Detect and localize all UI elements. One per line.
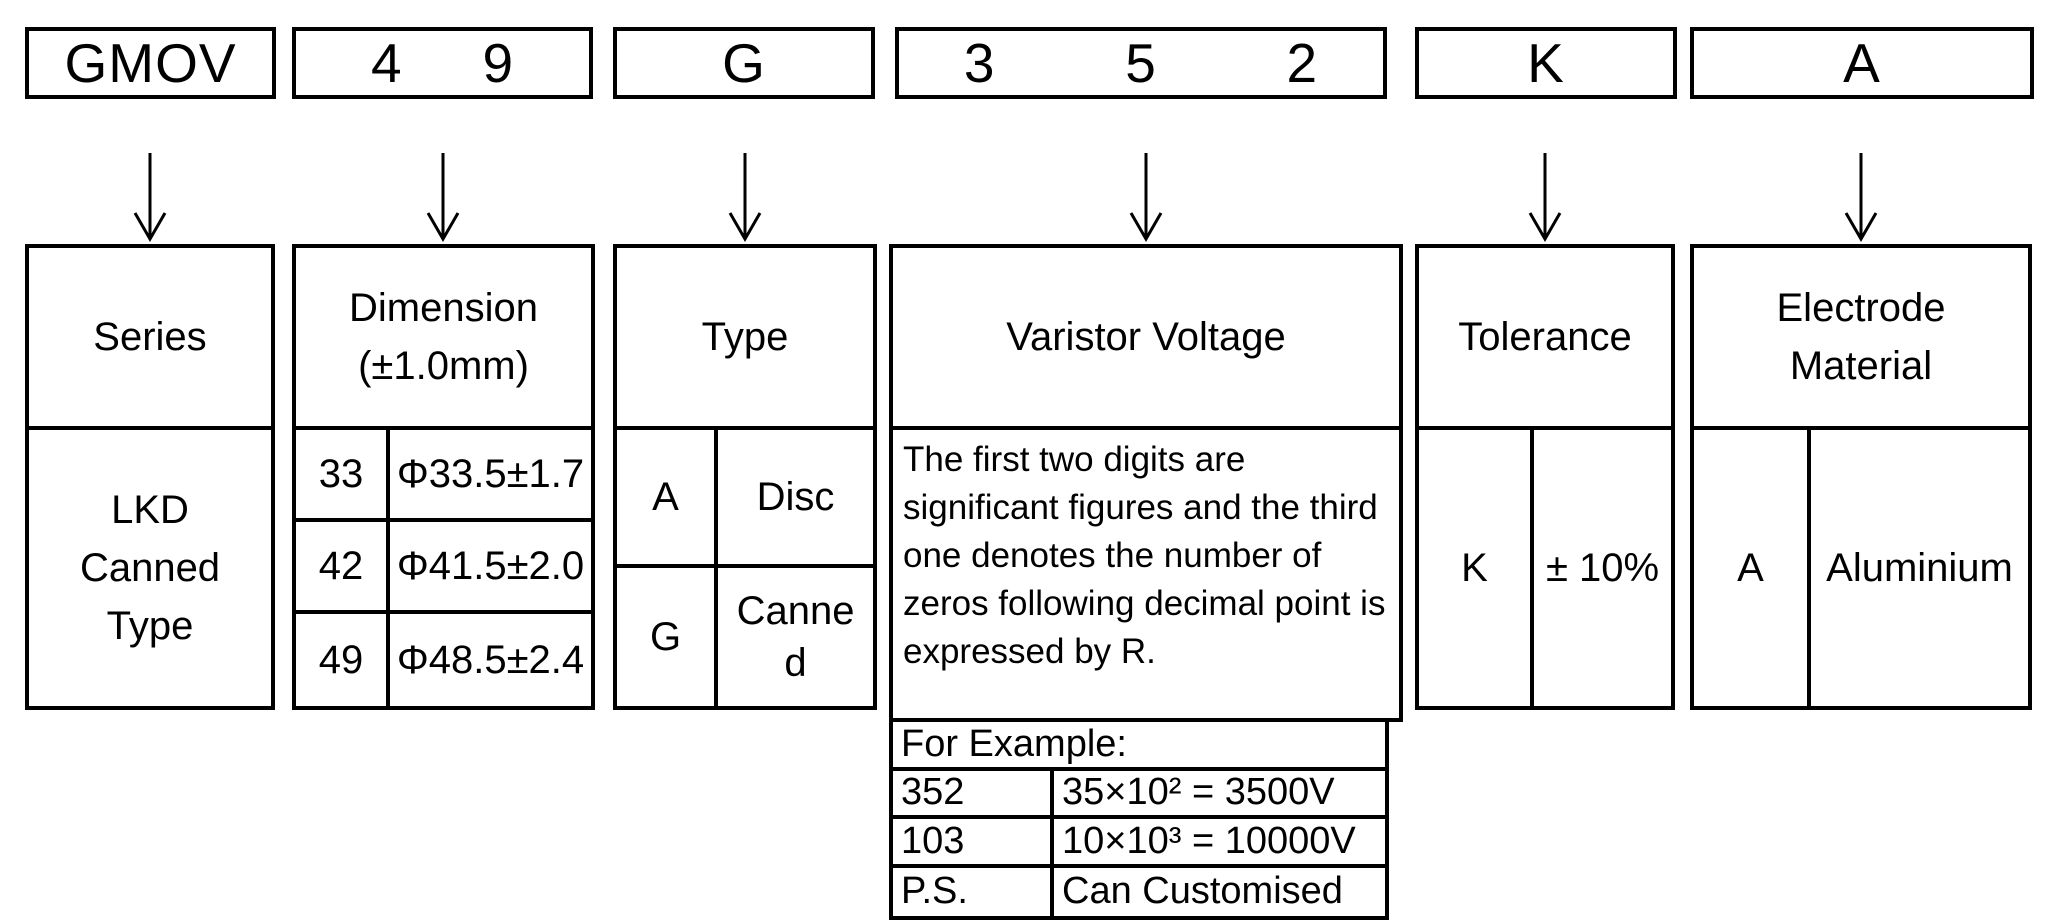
panel-dimension: Dimension (±1.0mm) 33 Φ33.5±1.7 42 Φ41.5… xyxy=(292,244,595,710)
code-text-tolerance: K xyxy=(1527,32,1565,94)
dimension-value-cell: Φ41.5±2.0 xyxy=(390,522,591,614)
code-char: 3 xyxy=(963,32,996,94)
code-box-type: G xyxy=(613,27,875,99)
example-value-cell: Can Customised xyxy=(1062,870,1343,913)
arrow-down-icon xyxy=(421,153,465,243)
code-box-voltage: 3 5 2 xyxy=(895,27,1387,99)
example-value-cell: 10×10³ = 10000V xyxy=(1054,819,1385,868)
tolerance-value-cell: ± 10% xyxy=(1545,545,1660,590)
panel-tolerance-title: Tolerance xyxy=(1419,248,1671,430)
dimension-code-cell: 42 xyxy=(296,522,390,614)
example-value-cell: 35×10² = 3500V xyxy=(1054,771,1385,819)
type-value-cell: Disc xyxy=(718,430,873,568)
code-char: 4 xyxy=(370,32,403,94)
dimension-value-cell: Φ48.5±2.4 xyxy=(396,637,585,682)
dimension-code-cell: 33 xyxy=(296,430,390,522)
type-value-cell: Canned xyxy=(736,589,855,685)
electrode-code-cell: A xyxy=(1694,430,1811,706)
arrow-down-icon xyxy=(1523,153,1567,243)
series-value: LKD Canned Type xyxy=(79,488,221,648)
arrow-down-icon xyxy=(128,153,172,243)
electrode-material-table: A Aluminium xyxy=(1694,430,2028,706)
code-box-electrode: A xyxy=(1690,27,2034,99)
arrow-down-icon xyxy=(723,153,767,243)
panel-varistor-voltage-title: Varistor Voltage xyxy=(893,248,1399,430)
panel-series: Series LKD Canned Type xyxy=(25,244,275,710)
example-code-cell: 103 xyxy=(893,819,1054,868)
code-char: 9 xyxy=(482,32,515,94)
arrow-down-icon xyxy=(1124,153,1168,243)
code-box-series: GMOV xyxy=(25,27,276,99)
type-code-cell: A xyxy=(617,430,718,568)
panel-series-title: Series xyxy=(29,248,271,430)
electrode-value-cell: Aluminium xyxy=(1826,545,2013,590)
example-code-cell: 352 xyxy=(893,770,1054,819)
panel-electrode-material-title: Electrode Material xyxy=(1694,248,2028,430)
code-text-type: G xyxy=(722,32,766,94)
code-char: 2 xyxy=(1286,32,1319,94)
panel-dimension-title: Dimension (±1.0mm) xyxy=(296,248,591,430)
dimension-code-cell: 49 xyxy=(296,614,390,706)
dimension-table: 33 Φ33.5±1.7 42 Φ41.5±2.0 49 Φ48.5±2.4 xyxy=(296,430,591,706)
arrow-down-icon xyxy=(1839,153,1883,243)
example-table-title: For Example: xyxy=(893,722,1385,771)
code-text-series: GMOV xyxy=(64,32,237,94)
code-box-tolerance: K xyxy=(1415,27,1677,99)
panel-electrode-material: Electrode Material A Aluminium xyxy=(1690,244,2032,710)
type-table: A Disc G Canned xyxy=(617,430,873,706)
voltage-example-table: For Example: 352 35×10² = 3500V 103 10×1… xyxy=(889,718,1389,920)
tolerance-code-cell: K xyxy=(1419,430,1534,706)
dimension-value-cell: Φ33.5±1.7 xyxy=(390,430,591,522)
panel-varistor-voltage: Varistor Voltage The first two digits ar… xyxy=(889,244,1403,722)
panel-type-title: Type xyxy=(617,248,873,430)
panel-tolerance: Tolerance K ± 10% xyxy=(1415,244,1675,710)
code-text-electrode: A xyxy=(1843,32,1881,94)
type-code-cell: G xyxy=(617,568,718,706)
varistor-voltage-description: The first two digits are significant fig… xyxy=(903,440,1386,671)
example-code-cell: P.S. xyxy=(893,867,1054,916)
code-char: 5 xyxy=(1125,32,1157,94)
tolerance-table: K ± 10% xyxy=(1419,430,1671,706)
code-box-dimension: 4 9 xyxy=(292,27,593,99)
panel-type: Type A Disc G Canned xyxy=(613,244,877,710)
